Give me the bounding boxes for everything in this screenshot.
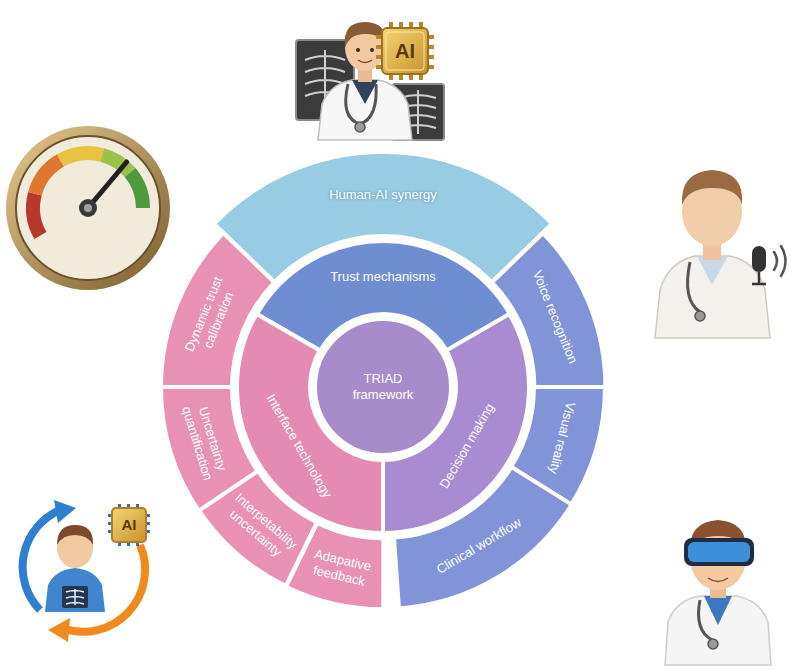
voice-doctor-icon bbox=[752, 272, 766, 284]
gauge-icon bbox=[84, 204, 92, 212]
segment-label: Human-AI synergy bbox=[329, 187, 437, 203]
gauge-icon bbox=[61, 153, 103, 160]
chip-label: AI bbox=[122, 516, 137, 533]
voice-doctor-icon bbox=[697, 256, 728, 285]
gauge-icon bbox=[79, 199, 97, 217]
vr-doctor-icon bbox=[684, 538, 754, 566]
gauge-icon bbox=[130, 173, 143, 208]
segment-label: TRIAD framework bbox=[341, 371, 425, 402]
doctor-ai-icon bbox=[370, 48, 374, 52]
feedback-loop-icon bbox=[57, 525, 93, 545]
doctor-ai-icon bbox=[296, 22, 444, 140]
segment-fill bbox=[394, 467, 572, 608]
voice-doctor-icon bbox=[688, 262, 700, 312]
vr-doctor-icon bbox=[665, 520, 771, 665]
outer-ring-segment: Voice recognition bbox=[489, 230, 608, 390]
vr-doctor-icon bbox=[699, 600, 713, 640]
gauge-icon bbox=[88, 162, 127, 208]
gauge-icon bbox=[6, 126, 170, 290]
chip-label-holder: AI bbox=[395, 41, 415, 62]
gauge-icon bbox=[6, 126, 170, 290]
vr-doctor-icon bbox=[708, 578, 728, 582]
voice-doctor-icon bbox=[655, 256, 770, 338]
doctor-ai-icon bbox=[346, 84, 376, 124]
feedback-loop-icon bbox=[23, 500, 150, 642]
core-circle: TRIAD framework bbox=[312, 316, 454, 458]
gauge-icon bbox=[33, 194, 40, 236]
segment-label: Trust mechanisms bbox=[330, 269, 436, 285]
voice-doctor-icon bbox=[695, 311, 705, 321]
vr-doctor-icon bbox=[688, 542, 750, 562]
outer-ring-segment: Human-AI synergy bbox=[211, 149, 555, 285]
voice-doctor-icon bbox=[774, 246, 786, 276]
doctor-ai-icon bbox=[356, 48, 360, 52]
segment-label-holder: Human-AI synergy bbox=[329, 187, 437, 203]
voice-doctor-icon bbox=[655, 170, 786, 338]
feedback-loop-icon bbox=[66, 589, 84, 605]
doctor-ai-icon bbox=[352, 80, 378, 104]
segment-label-holder: Trust mechanisms bbox=[330, 269, 436, 285]
doctor-ai-icon bbox=[358, 60, 372, 63]
doctor-ai-icon bbox=[386, 32, 424, 70]
segment-label-holder: TRIAD framework bbox=[341, 371, 425, 402]
segment-fill bbox=[286, 523, 383, 609]
voice-doctor-icon bbox=[752, 246, 766, 272]
chip-label-holder: AI bbox=[122, 516, 137, 534]
feedback-loop-icon bbox=[48, 618, 70, 642]
outer-ring-segment: Dynamic trust calibration bbox=[158, 230, 277, 390]
chip-label: AI bbox=[395, 40, 415, 62]
gauge-icon bbox=[16, 136, 160, 280]
feedback-loop-icon bbox=[108, 504, 150, 546]
feedback-loop-icon bbox=[112, 508, 146, 542]
vr-doctor-icon bbox=[704, 596, 732, 625]
segment-fill bbox=[214, 152, 552, 282]
doctor-ai-icon bbox=[318, 80, 412, 140]
segment-fill bbox=[161, 233, 274, 387]
feedback-loop-icon bbox=[62, 586, 88, 608]
core-fill bbox=[315, 319, 451, 455]
outer-ring-segment: Clinical workflow bbox=[391, 464, 575, 611]
outer-ring-segment: Adapative feedback bbox=[283, 520, 386, 612]
doctor-ai-icon bbox=[376, 22, 434, 80]
segment-fill bbox=[492, 233, 605, 387]
feedback-loop-icon bbox=[54, 500, 76, 523]
feedback-loop-icon bbox=[45, 568, 105, 612]
vr-doctor-icon bbox=[708, 639, 718, 649]
vr-doctor-icon bbox=[665, 596, 771, 665]
doctor-ai-icon bbox=[382, 28, 428, 74]
voice-doctor-icon bbox=[682, 170, 742, 205]
gauge-icon bbox=[35, 160, 61, 193]
segment-shape bbox=[211, 149, 555, 285]
doctor-ai-icon bbox=[355, 122, 365, 132]
